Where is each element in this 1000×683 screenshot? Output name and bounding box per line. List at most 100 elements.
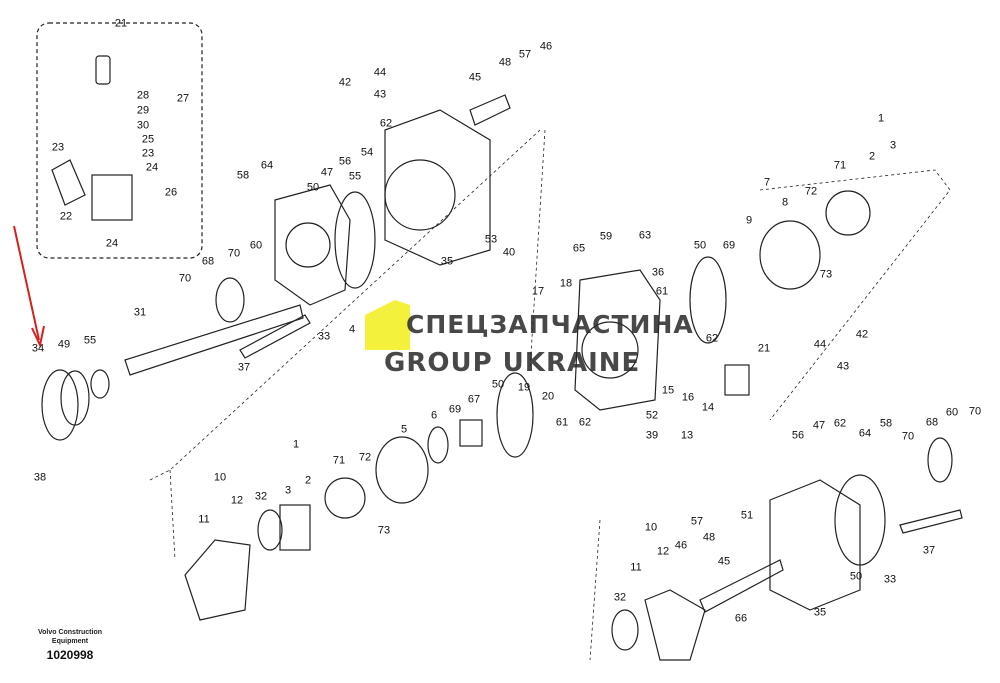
block-bore <box>581 321 639 379</box>
part-label: 32 <box>613 591 627 604</box>
publisher-block: Volvo Construction Equipment 1020998 <box>30 628 110 662</box>
bolt-37-lower <box>899 509 963 534</box>
part-label: 20 <box>541 390 555 403</box>
part-label: 47 <box>320 166 334 179</box>
part-label: 52 <box>645 409 659 422</box>
part-label: 73 <box>819 268 833 281</box>
watermark-line2: GROUP UKRAINE <box>384 348 641 378</box>
part-label: 51 <box>740 509 754 522</box>
part-label: 69 <box>448 403 462 416</box>
highlight-arrow-icon <box>13 225 45 349</box>
part-label: 59 <box>599 230 613 243</box>
swash-plate-11 <box>184 539 251 621</box>
valve-plate-71-lower <box>324 477 366 519</box>
o-ring-50-right <box>689 256 727 344</box>
part-label: 45 <box>468 71 482 84</box>
part-label: 50 <box>693 239 707 252</box>
part-label: 23 <box>141 147 155 160</box>
bearing-6 <box>427 426 449 464</box>
part-label: 16 <box>681 391 695 404</box>
part-label: 63 <box>638 229 652 242</box>
part-label: 50 <box>491 378 505 391</box>
part-label: 55 <box>348 170 362 183</box>
part-label: 12 <box>230 494 244 507</box>
part-label: 29 <box>136 104 150 117</box>
part-label: 73 <box>377 524 391 537</box>
bushing-67 <box>459 419 483 447</box>
part-label: 62 <box>705 332 719 345</box>
part-label: 19 <box>517 381 531 394</box>
part-label: 24 <box>105 237 119 250</box>
valve-block-part <box>91 174 133 221</box>
shaft-66 <box>699 559 784 613</box>
part-label: 2 <box>304 474 312 487</box>
part-label: 50 <box>306 181 320 194</box>
part-label: 10 <box>213 471 227 484</box>
part-label: 56 <box>791 429 805 442</box>
part-label: 62 <box>379 117 393 130</box>
part-label: 44 <box>373 66 387 79</box>
part-label: 71 <box>833 159 847 172</box>
part-label: 69 <box>722 239 736 252</box>
part-label: 23 <box>51 141 65 154</box>
part-label: 9 <box>745 214 753 227</box>
part-label: 57 <box>518 48 532 61</box>
part-label: 53 <box>484 233 498 246</box>
part-label: 26 <box>164 186 178 199</box>
solenoid-21 <box>724 364 750 396</box>
part-label: 68 <box>201 255 215 268</box>
part-label: 70 <box>178 272 192 285</box>
watermark-line1: СПЕЦЗАПЧАСТИНА <box>406 310 694 339</box>
part-label: 6 <box>430 409 438 422</box>
part-label: 37 <box>237 361 251 374</box>
bearing-68 <box>927 437 953 483</box>
part-label: 55 <box>83 334 97 347</box>
part-label: 36 <box>651 266 665 279</box>
solenoid-valve-part <box>95 55 111 85</box>
part-label: 7 <box>763 176 771 189</box>
part-label: 72 <box>358 451 372 464</box>
part-label: 43 <box>373 88 387 101</box>
part-label: 49 <box>57 338 71 351</box>
part-label: 60 <box>945 406 959 419</box>
cover-34 <box>41 369 79 441</box>
part-label: 13 <box>680 429 694 442</box>
part-label: 47 <box>812 419 826 432</box>
part-label: 38 <box>33 471 47 484</box>
part-label: 21 <box>757 342 771 355</box>
part-label: 62 <box>833 417 847 430</box>
publisher-line1: Volvo Construction <box>37 629 103 636</box>
part-label: 54 <box>360 146 374 159</box>
part-label: 42 <box>855 328 869 341</box>
o-ring-50-center <box>496 372 534 458</box>
part-label: 39 <box>645 429 659 442</box>
part-label: 18 <box>559 277 573 290</box>
publisher-line2: Equipment <box>51 638 89 645</box>
part-label: 44 <box>813 338 827 351</box>
part-label: 3 <box>284 484 292 497</box>
housing-bore <box>384 159 456 231</box>
part-label: 56 <box>338 155 352 168</box>
part-label: 64 <box>260 159 274 172</box>
seal-55 <box>90 369 110 399</box>
end-cover-33-lower <box>834 474 886 566</box>
part-label: 17 <box>531 285 545 298</box>
part-label: 8 <box>781 196 789 209</box>
part-label: 22 <box>59 210 73 223</box>
part-label: 33 <box>317 330 331 343</box>
part-label: 10 <box>644 521 658 534</box>
part-label: 60 <box>249 239 263 252</box>
housing-35-lower <box>769 479 861 611</box>
watermark-logo-icon <box>365 300 410 350</box>
part-label: 58 <box>879 417 893 430</box>
part-label: 15 <box>661 384 675 397</box>
part-label: 48 <box>702 531 716 544</box>
swash-plate-11-lower <box>644 589 706 661</box>
part-label: 71 <box>332 454 346 467</box>
part-label: 3 <box>889 139 897 152</box>
part-label: 50 <box>849 570 863 583</box>
pistons-1 <box>279 504 311 551</box>
part-label: 32 <box>254 490 268 503</box>
part-label: 70 <box>968 405 982 418</box>
